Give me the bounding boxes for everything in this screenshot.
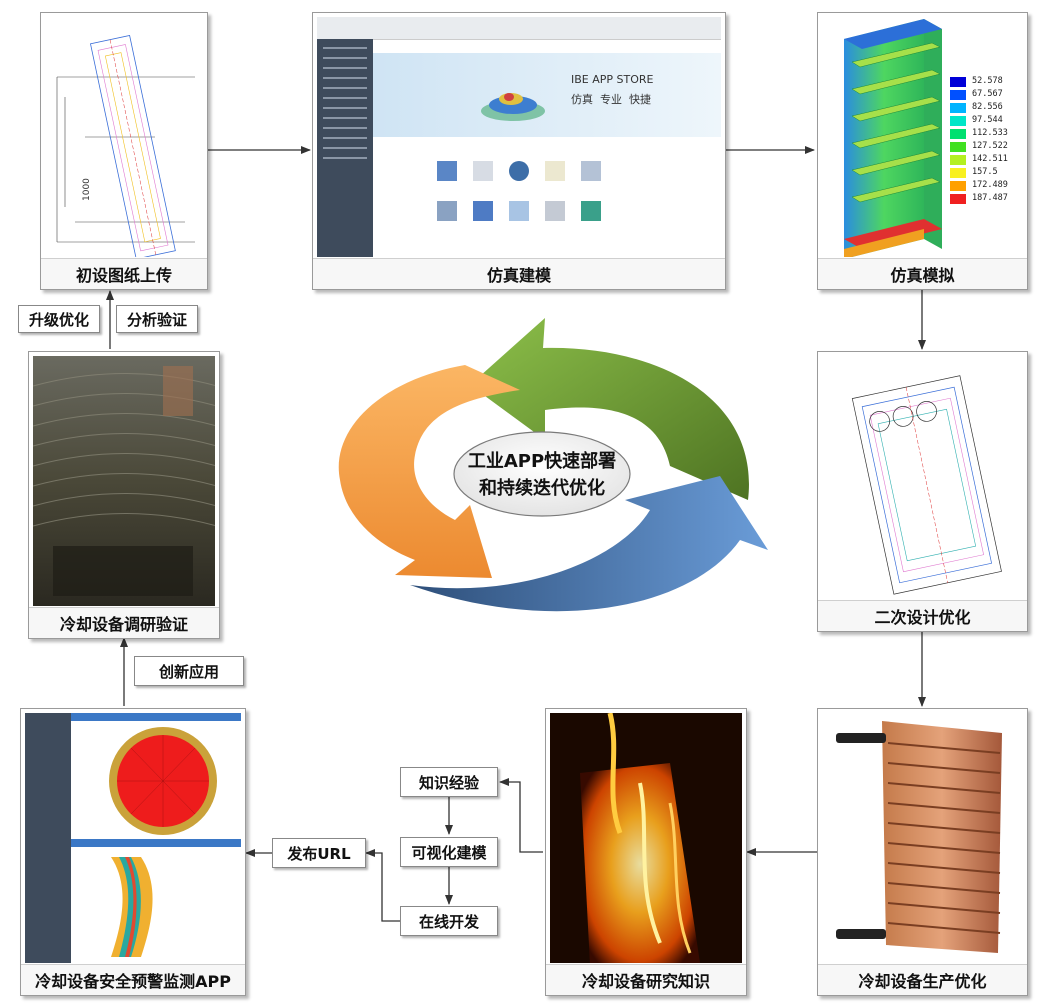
panel-production: 冷却设备生产优化 — [817, 708, 1028, 996]
center-label-line2: 和持续迭代优化 — [479, 477, 605, 499]
panel-sim-analysis: 52.578 67.567 82.556 97.544 112.533 127.… — [817, 12, 1028, 290]
center-ellipse — [453, 431, 631, 517]
center-label-line1: 工业APP快速部署 — [468, 450, 616, 472]
legend-value: 52.578 — [972, 76, 1003, 86]
legend-value: 172.489 — [972, 180, 1008, 190]
panel-initial-design: 1000 初设图纸上传 — [40, 12, 208, 290]
caption-production: 冷却设备生产优化 — [818, 964, 1027, 995]
arrow-online-to-publish — [365, 849, 400, 922]
banner-3d-model-icon — [481, 93, 545, 121]
optimized-cad-image — [822, 356, 1023, 599]
legend-value: 142.511 — [972, 154, 1008, 164]
caption-secondary-design: 二次设计优化 — [818, 600, 1027, 631]
tag-online-dev: 在线开发 — [400, 906, 498, 936]
hearth-section-chart — [109, 727, 217, 835]
molten-iron-photo — [550, 713, 742, 963]
blue-cycle-arrow — [410, 476, 768, 612]
contour-legend — [950, 77, 966, 204]
panel-research-knowledge: 冷却设备研究知识 — [545, 708, 747, 996]
legend-value: 82.556 — [972, 102, 1003, 112]
copper-stave-photo — [822, 713, 1023, 963]
thermal-contour-image: 52.578 67.567 82.556 97.544 112.533 127.… — [822, 17, 1023, 257]
tag-visual-modeling: 可视化建模 — [400, 837, 498, 867]
caption-sim-modeling: 仿真建模 — [313, 258, 725, 289]
tag-innovation: 创新应用 — [134, 656, 244, 686]
tag-publish-url: 发布URL — [272, 838, 366, 868]
panel-sim-modeling: IBE APP STORE 仿真 专业 快捷 仿真建模 — [312, 12, 726, 290]
tag-analysis-verify: 分析验证 — [116, 305, 198, 333]
store-banner: IBE APP STORE 仿真 专业 快捷 — [373, 53, 721, 137]
monitoring-app-screenshot — [25, 713, 241, 963]
store-slogan: 仿真 专业 快捷 — [571, 93, 651, 106]
wall-profile-chart — [111, 857, 153, 957]
tag-knowledge-exp: 知识经验 — [400, 767, 498, 797]
store-title: IBE APP STORE — [571, 73, 654, 86]
furnace-interior-photo — [33, 356, 215, 606]
caption-field-verification: 冷却设备调研验证 — [29, 607, 219, 638]
tag-upgrade: 升级优化 — [18, 305, 100, 333]
svg-text:1000: 1000 — [82, 178, 92, 201]
orange-cycle-arrow — [338, 365, 520, 578]
legend-value: 127.522 — [972, 141, 1008, 151]
cad-drawing-image: 1000 — [45, 17, 203, 257]
caption-initial-design: 初设图纸上传 — [41, 258, 207, 289]
app-icon-grid — [437, 161, 637, 221]
caption-sim-analysis: 仿真模拟 — [818, 258, 1027, 289]
caption-research-knowledge: 冷却设备研究知识 — [546, 964, 746, 995]
app-store-screenshot: IBE APP STORE 仿真 专业 快捷 — [317, 17, 721, 257]
legend-value: 157.5 — [972, 167, 998, 177]
legend-value: 112.533 — [972, 128, 1008, 138]
panel-secondary-design: 二次设计优化 — [817, 351, 1028, 632]
green-cycle-arrow — [470, 318, 749, 500]
arrow-research-to-knowledge — [499, 778, 543, 853]
app-sidebar — [317, 39, 373, 257]
panel-monitoring-app: 冷却设备安全预警监测APP — [20, 708, 246, 996]
legend-value: 97.544 — [972, 115, 1003, 125]
panel-field-verification: 冷却设备调研验证 — [28, 351, 220, 639]
legend-value: 67.567 — [972, 89, 1003, 99]
legend-value: 187.487 — [972, 193, 1008, 203]
caption-monitoring-app: 冷却设备安全预警监测APP — [21, 964, 245, 995]
